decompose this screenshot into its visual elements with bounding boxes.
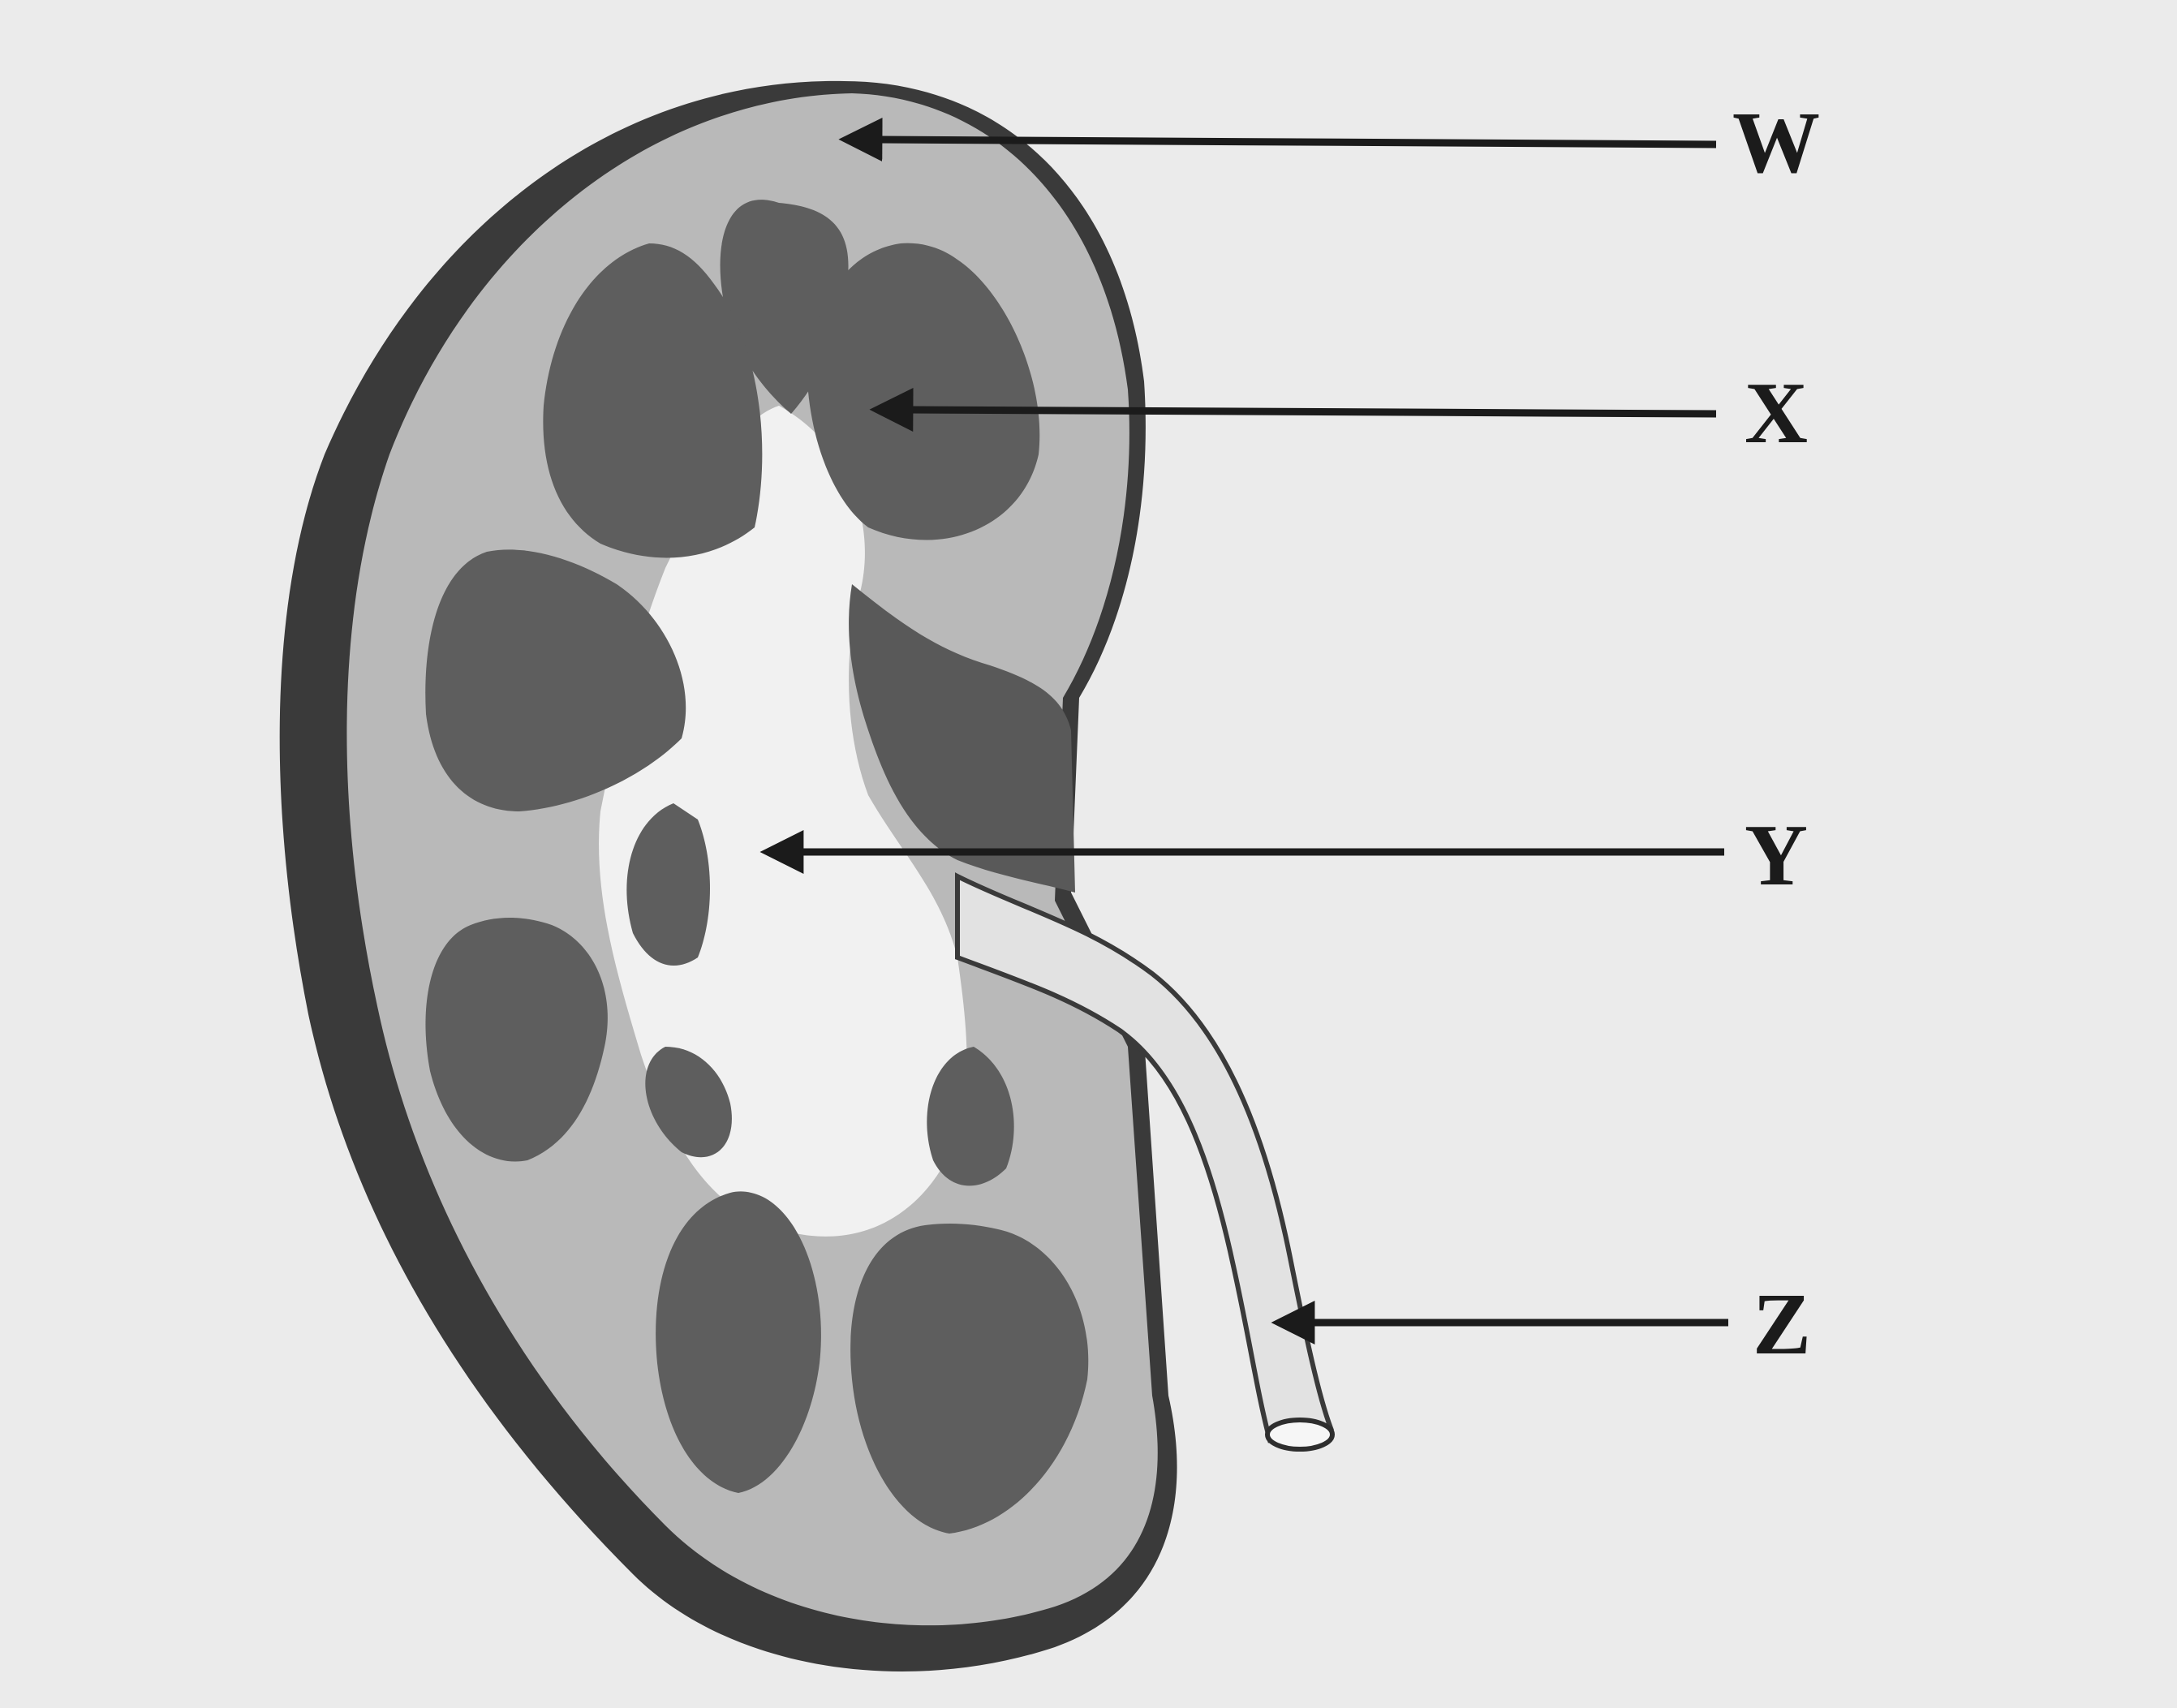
renal-pyramid (626, 803, 710, 966)
pointer-line-x (869, 388, 1717, 432)
pointer-line-w (838, 118, 1717, 162)
label-y: Y (1745, 807, 1808, 904)
label-x: X (1745, 365, 1808, 462)
renal-vein (849, 584, 1075, 893)
renal-pelvis (599, 406, 967, 1237)
renal-pyramid (656, 1191, 821, 1493)
label-z: Z (1753, 1276, 1811, 1373)
renal-pyramid (645, 1047, 732, 1158)
renal-medulla (425, 200, 1089, 1534)
renal-pyramid (927, 1047, 1014, 1186)
renal-pyramid (425, 918, 608, 1162)
label-w: W (1732, 95, 1820, 191)
renal-pyramid (807, 243, 1040, 540)
ureter-opening (1265, 1418, 1335, 1452)
renal-pyramid (425, 549, 686, 811)
renal-pyramid (543, 243, 763, 558)
pointer-lines (759, 118, 1728, 1344)
renal-pyramid (850, 1223, 1089, 1534)
